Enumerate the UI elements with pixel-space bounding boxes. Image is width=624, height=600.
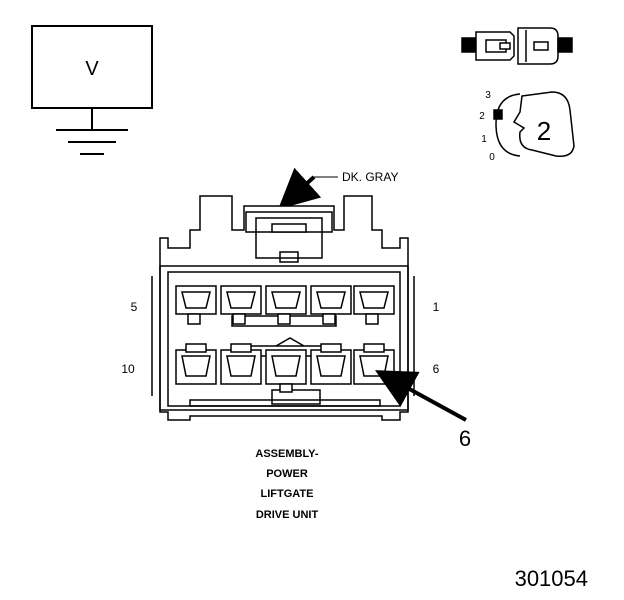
scale-tick-2: 2 <box>479 111 485 122</box>
scale-tick-0: 0 <box>489 152 495 163</box>
rotary-scale-icon <box>493 91 575 158</box>
assembly-caption-line-2: POWER <box>266 468 308 480</box>
probe-icon <box>461 27 573 65</box>
wire-leader-arrow <box>278 167 322 210</box>
bottom-row-terminals <box>175 343 395 393</box>
assembly-caption-line-4: DRIVE UNIT <box>256 509 319 521</box>
voltmeter-symbol <box>31 25 153 155</box>
pin-label-1: 1 <box>433 300 440 314</box>
top-row-terminals <box>175 285 395 325</box>
assembly-caption-line-1: ASSEMBLY- <box>255 448 319 460</box>
figure-number: 301054 <box>515 566 588 591</box>
pin-label-10: 10 <box>121 362 135 376</box>
terminal-callout-arrow <box>374 370 467 422</box>
scale-tick-1: 1 <box>481 134 487 145</box>
terminal-cavity <box>220 285 262 325</box>
pin-label-6: 6 <box>433 362 440 376</box>
terminal-cavity <box>175 285 217 325</box>
assembly-caption-line-3: LIFTGATE <box>261 488 314 500</box>
scale-tick-3: 3 <box>485 90 491 101</box>
scale-setting: 2 <box>537 116 551 146</box>
terminal-cavity <box>310 343 352 385</box>
terminal-cavity <box>265 285 307 325</box>
voltmeter-label: V <box>85 58 99 80</box>
terminal-cavity <box>353 285 395 325</box>
terminal-callout-label: 6 <box>459 426 471 451</box>
terminal-cavity <box>175 343 217 385</box>
pin-label-5: 5 <box>131 300 138 314</box>
terminal-cavity <box>220 343 262 385</box>
terminal-cavity <box>265 349 307 393</box>
terminal-cavity <box>310 285 352 325</box>
wire-color-label: DK. GRAY <box>342 170 398 184</box>
